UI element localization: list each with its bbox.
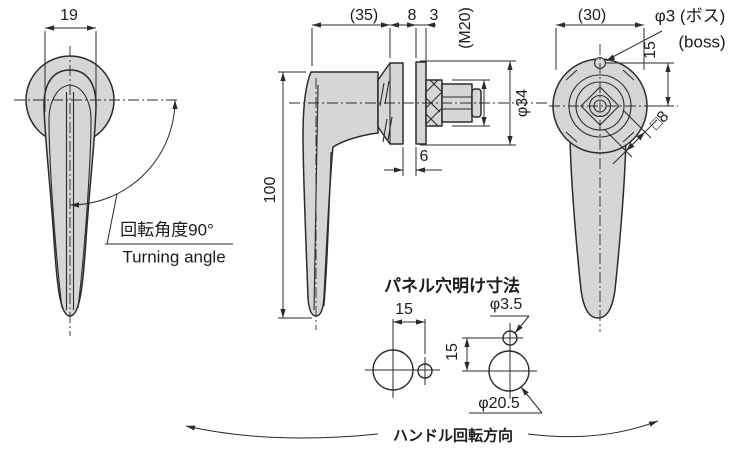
boss-diameter-label-jp: φ3 (ボス) (654, 6, 726, 26)
washer-dimension: 3 (429, 7, 439, 24)
rear-view-drawing (549, 22, 678, 332)
handle-length-dimension: 100 (262, 176, 279, 204)
side-view-drawing (278, 22, 548, 330)
hole-spacing-dimension-v: 15 (444, 343, 461, 361)
large-hole-diameter-label: φ20.5 (478, 395, 520, 412)
flange-diameter-dimension: φ34 (514, 88, 531, 118)
turning-angle-label-jp: 回転角度90° (120, 220, 214, 240)
flange-depth-dimension: 8 (407, 7, 417, 24)
hole-spacing-dimension-h: 15 (395, 301, 413, 318)
panel-hole-layout-drawing (365, 315, 543, 414)
thread-size-label: (M20) (457, 7, 474, 49)
rotation-direction-arrows (185, 420, 659, 439)
panel-layout-title: パネル穴明け寸法 (384, 276, 520, 296)
boss-offset-dimension: 15 (642, 41, 659, 59)
rear-width-dimension: (30) (577, 7, 607, 24)
small-hole-diameter-label: φ3.5 (489, 296, 523, 313)
front-width-dimension: 19 (60, 7, 78, 24)
front-view-drawing (14, 25, 233, 336)
panel-range-dimension: 6 (419, 148, 429, 165)
handle-rotation-note: ハンドル回転方向 (392, 427, 514, 445)
turning-angle-label-en: Turning angle (122, 247, 226, 267)
projection-dimension: (35) (349, 7, 379, 24)
boss-diameter-label-en: (boss) (678, 32, 726, 52)
